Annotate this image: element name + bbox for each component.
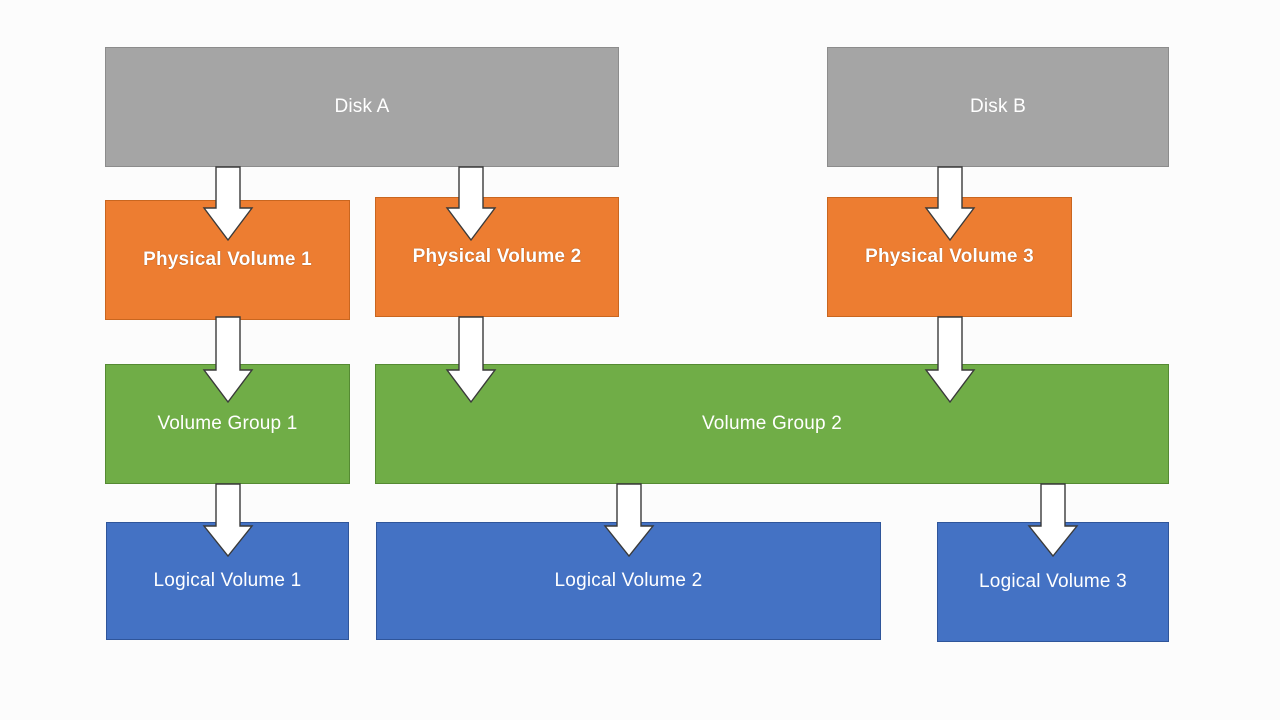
logical-volume-1-label: Logical Volume 1 (153, 570, 302, 591)
physical-volume-2-label: Physical Volume 2 (412, 246, 582, 267)
volume-group-2-box: Volume Group 2 (375, 364, 1169, 484)
volume-group-1-box: Volume Group 1 (105, 364, 350, 484)
physical-volume-1-label: Physical Volume 1 (143, 249, 312, 270)
logical-volume-3-label: Logical Volume 3 (979, 571, 1127, 592)
physical-volume-3-label: Physical Volume 3 (865, 246, 1034, 267)
disk-a-box: Disk A (105, 47, 619, 167)
logical-volume-1-box: Logical Volume 1 (106, 522, 349, 640)
volume-group-2-label: Volume Group 2 (701, 413, 843, 434)
volume-group-1-label: Volume Group 1 (157, 413, 298, 434)
physical-volume-1-box: Physical Volume 1 (105, 200, 350, 320)
disk-b-label: Disk B (969, 96, 1027, 117)
logical-volume-2-label: Logical Volume 2 (554, 570, 703, 591)
logical-volume-2-box: Logical Volume 2 (376, 522, 881, 640)
logical-volume-3-box: Logical Volume 3 (937, 522, 1169, 642)
disk-b-box: Disk B (827, 47, 1169, 167)
disk-a-label: Disk A (334, 96, 390, 117)
physical-volume-3-box: Physical Volume 3 (827, 197, 1072, 317)
physical-volume-2-box: Physical Volume 2 (375, 197, 619, 317)
